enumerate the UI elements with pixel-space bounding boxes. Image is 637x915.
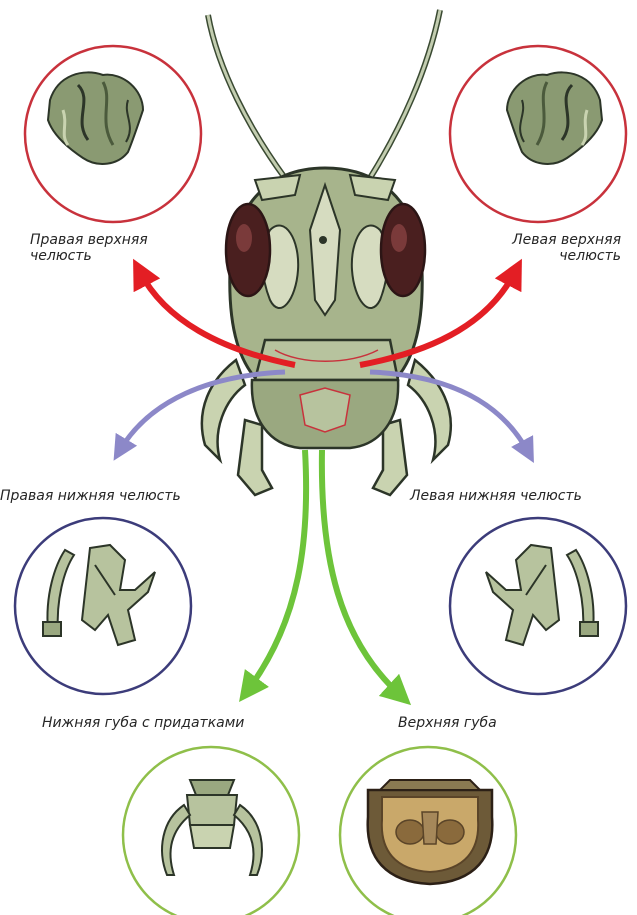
label-upper-lip: Верхняя губа bbox=[398, 715, 497, 731]
label-right-upper-jaw-line2: челюсть bbox=[30, 248, 92, 264]
lower-lip-circle bbox=[123, 747, 299, 915]
label-left-lower-jaw: Левая нижняя челюсть bbox=[410, 488, 582, 504]
right-lower-jaw-circle bbox=[15, 518, 191, 694]
label-left-upper-jaw: Левая верхняя bbox=[512, 232, 621, 248]
upper-lip-circle bbox=[340, 747, 516, 915]
left-upper-jaw-circle bbox=[450, 46, 626, 222]
labrum-icon bbox=[368, 780, 493, 884]
left-lower-jaw-circle bbox=[450, 518, 626, 694]
label-right-upper-jaw: Правая верхняя bbox=[30, 232, 148, 248]
right-upper-jaw-circle bbox=[25, 46, 201, 222]
grasshopper-head-icon bbox=[202, 10, 451, 495]
label-lower-lip: Нижняя губа с придатками bbox=[42, 715, 244, 731]
label-right-lower-jaw: Правая нижняя челюсть bbox=[0, 488, 181, 504]
label-left-upper-jaw-line2: челюсть bbox=[559, 248, 621, 264]
